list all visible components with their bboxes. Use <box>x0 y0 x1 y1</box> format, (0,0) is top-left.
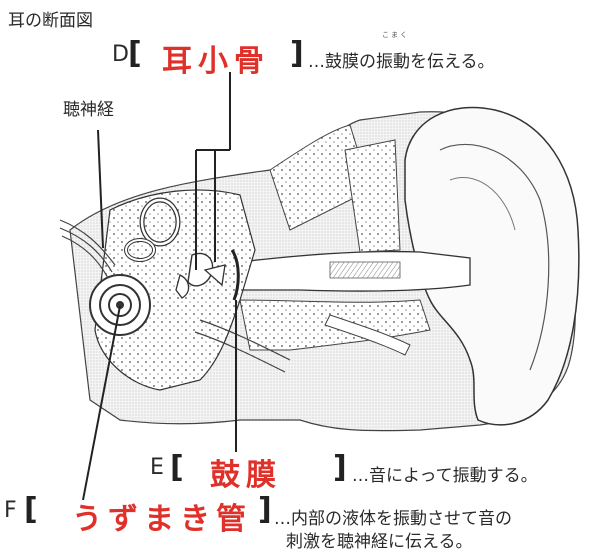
bracket-open: [ <box>170 450 184 485</box>
question-e-letter: E <box>150 455 164 480</box>
cochlea <box>90 275 150 335</box>
bracket-close: ] <box>333 450 347 485</box>
question-d-letter: D <box>112 42 129 67</box>
furigana: こまく <box>382 30 409 40</box>
description-f-line1: …内部の液体を振動させて音の <box>274 504 512 529</box>
answer-d: 耳小骨 <box>162 36 270 80</box>
bracket-close: ] <box>290 36 304 71</box>
description-e: …音によって振動する。 <box>352 461 538 486</box>
description-f-line2: 刺激を聴神経に伝える。 <box>286 527 473 552</box>
bracket-open: [ <box>24 492 38 527</box>
figure-title: 耳の断面図 <box>8 6 93 31</box>
auditory-nerve-label: 聴神経 <box>63 95 114 120</box>
description-d: …鼓膜の振動を伝える。 <box>308 47 495 72</box>
answer-e: 鼓膜 <box>210 450 282 494</box>
question-f-letter: F <box>4 498 17 523</box>
bracket-open: [ <box>128 36 142 71</box>
bracket-close: ] <box>258 492 272 527</box>
answer-f: うずまき管 <box>72 494 252 538</box>
